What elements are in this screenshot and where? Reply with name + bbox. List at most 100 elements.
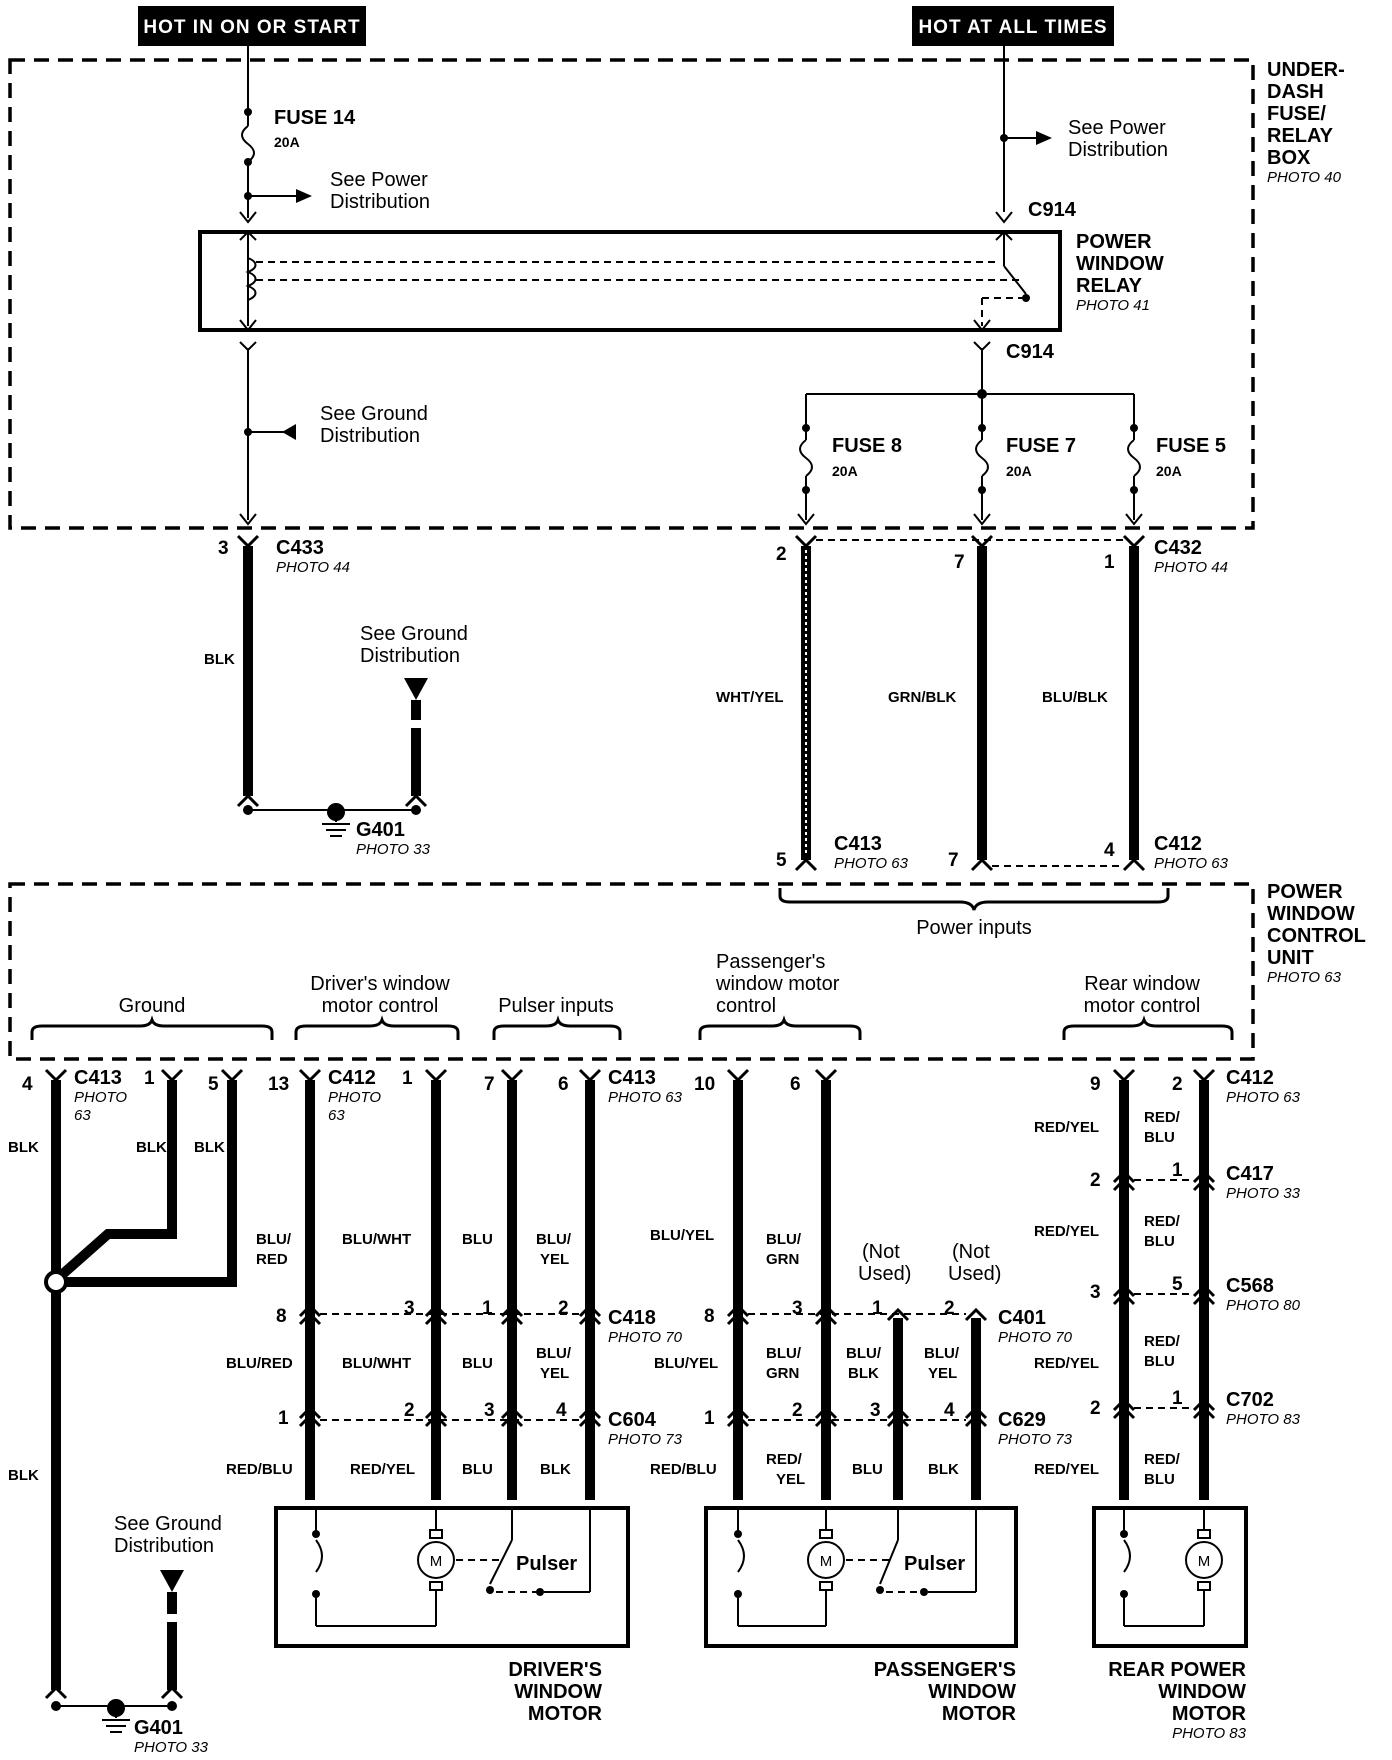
c401-pin-3: 3 — [792, 1298, 803, 1319]
wire-label-red-blu-d: RED/BLU — [650, 1461, 717, 1478]
svg-text:POWER: POWER — [1267, 881, 1343, 903]
wire-label-blu-red-a: BLU/ — [256, 1231, 292, 1248]
ground-group-label: Ground — [119, 995, 186, 1017]
svg-text:BLU: BLU — [1144, 1353, 1175, 1370]
connector-c413-left: C413 — [74, 1067, 122, 1089]
svg-text:motor control: motor control — [322, 995, 439, 1017]
c413-left-pin-5: 5 — [208, 1074, 219, 1095]
fuse-7-rating: 20A — [1006, 463, 1032, 479]
svg-text:YEL: YEL — [776, 1471, 805, 1488]
svg-text:HOT IN ON OR START: HOT IN ON OR START — [143, 17, 360, 38]
svg-text:PHOTO 73: PHOTO 73 — [998, 1431, 1073, 1448]
connector-c412-mid: C412 — [1154, 833, 1202, 855]
connector-c568-symbol — [1112, 1283, 1216, 1306]
connector-c412-left: C412 — [328, 1067, 376, 1089]
svg-text:Used): Used) — [948, 1263, 1001, 1285]
svg-text:63: 63 — [74, 1107, 91, 1124]
c568-pin-5: 5 — [1172, 1274, 1183, 1295]
svg-text:CONTROL: CONTROL — [1267, 925, 1366, 947]
c604-pin-3: 3 — [484, 1400, 495, 1421]
wire-c433-blk — [236, 534, 260, 808]
connector-c417: C417 — [1226, 1163, 1274, 1185]
wire-label-wht-yel: WHT/YEL — [716, 689, 784, 706]
wire-label-blu-a: BLU — [462, 1231, 493, 1248]
svg-text:PHOTO 41: PHOTO 41 — [1076, 297, 1150, 314]
c433-pin-3: 3 — [218, 538, 229, 559]
fuse-14-circuit — [239, 46, 312, 224]
wire-label-blu-blk-b: BLU/ — [846, 1345, 882, 1362]
drivers-motor-m-icon — [417, 1541, 455, 1579]
svg-text:GRN: GRN — [766, 1251, 799, 1268]
fuse-5-label: FUSE 5 — [1156, 435, 1226, 457]
svg-text:WINDOW: WINDOW — [1076, 253, 1164, 275]
wire-label-red-blu-r4: RED/ — [1144, 1451, 1181, 1468]
c412-left-pin-1: 1 — [402, 1068, 413, 1089]
wire-label-blu-b: BLU — [462, 1355, 493, 1372]
connector-c417-symbol — [1112, 1169, 1216, 1192]
pass-pin-10: 10 — [694, 1074, 715, 1095]
power-inputs-bracket — [778, 888, 1170, 911]
wire-label-blu-c: BLU — [462, 1461, 493, 1478]
c568-pin-3: 3 — [1090, 1282, 1101, 1303]
connector-c702-symbol — [1112, 1397, 1216, 1420]
wire-label-blk-d: BLK — [928, 1461, 959, 1478]
c433-photo: PHOTO 44 — [276, 559, 350, 576]
wire-grn-blk — [970, 534, 994, 872]
control-unit-label: POWER WINDOW CONTROL UNIT PHOTO 63 — [1267, 881, 1366, 986]
c413-left-pin-1: 1 — [144, 1068, 155, 1089]
connector-c401-symbol — [726, 1303, 966, 1326]
ground-bracket — [30, 1015, 274, 1040]
svg-text:BLU: BLU — [1144, 1471, 1175, 1488]
g401-photo: PHOTO 33 — [356, 841, 431, 858]
c629-pin-4: 4 — [944, 1400, 955, 1421]
c702-pin-2: 2 — [1090, 1398, 1101, 1419]
connector-c413-mid: C413 — [834, 833, 882, 855]
power-window-relay — [198, 230, 1062, 332]
connector-c914-bottom: C914 — [1006, 341, 1055, 363]
connector-c401: C401 — [998, 1307, 1046, 1329]
c412-pin-4: 4 — [1104, 840, 1115, 861]
c413-left-pin-4: 4 — [22, 1074, 33, 1095]
ground-g401-label: G401 — [356, 819, 405, 841]
svg-text:Distribution: Distribution — [360, 645, 460, 667]
hot-at-all-times-feed — [995, 46, 1052, 224]
svg-text:POWER: POWER — [1076, 231, 1152, 253]
passengers-motor-m-icon — [807, 1541, 845, 1579]
wire-label-blk-4: BLK — [194, 1139, 225, 1156]
svg-text:M: M — [820, 1553, 833, 1570]
c629-pin-3: 3 — [870, 1400, 881, 1421]
svg-text:M: M — [430, 1553, 443, 1570]
connector-c412-right: C412 — [1226, 1067, 1274, 1089]
pulser-inputs-label: Pulser inputs — [498, 995, 614, 1017]
svg-text:PHOTO 40: PHOTO 40 — [1267, 169, 1342, 186]
svg-text:RELAY: RELAY — [1076, 275, 1143, 297]
wire-label-red-blu-r3: RED/ — [1144, 1333, 1181, 1350]
relay-label: POWER WINDOW RELAY PHOTO 41 — [1076, 231, 1164, 314]
svg-text:WINDOW: WINDOW — [928, 1681, 1016, 1703]
not-used-2: (Not — [952, 1241, 990, 1263]
c604-pin-2: 2 — [404, 1400, 415, 1421]
svg-text:YEL: YEL — [928, 1365, 957, 1382]
c629-pin-2: 2 — [792, 1400, 803, 1421]
ground-g401-bottom-label: G401 — [134, 1717, 183, 1739]
wire-label-red-yel-r4: RED/YEL — [1034, 1461, 1099, 1478]
drivers-control-bracket — [294, 1015, 460, 1040]
svg-text:PHOTO 63: PHOTO 63 — [608, 1089, 683, 1106]
see-ground-distribution-3: See Ground — [114, 1513, 222, 1535]
c412-right-pin-9: 9 — [1090, 1074, 1101, 1095]
c702-pin-1: 1 — [1172, 1388, 1183, 1409]
see-power-distribution-1b: Distribution — [330, 191, 430, 213]
fuse-14-rating: 20A — [274, 134, 300, 150]
wire-label-red-yel-r3: RED/YEL — [1034, 1355, 1099, 1372]
wire-label-red-yel-r2: RED/YEL — [1034, 1223, 1099, 1240]
c418-pin-8: 8 — [276, 1306, 287, 1327]
svg-text:DASH: DASH — [1267, 81, 1324, 103]
c413-pin-7: 7 — [948, 850, 959, 871]
drivers-window-motor: M Pulser — [274, 1506, 630, 1648]
drivers-window-motor-label: DRIVER'S — [508, 1659, 602, 1681]
wire-label-blu-blk: BLU/BLK — [1042, 689, 1108, 706]
svg-text:M: M — [1198, 1553, 1211, 1570]
wire-label-red-yel-r1: RED/YEL — [1034, 1119, 1099, 1136]
svg-text:Used): Used) — [858, 1263, 911, 1285]
